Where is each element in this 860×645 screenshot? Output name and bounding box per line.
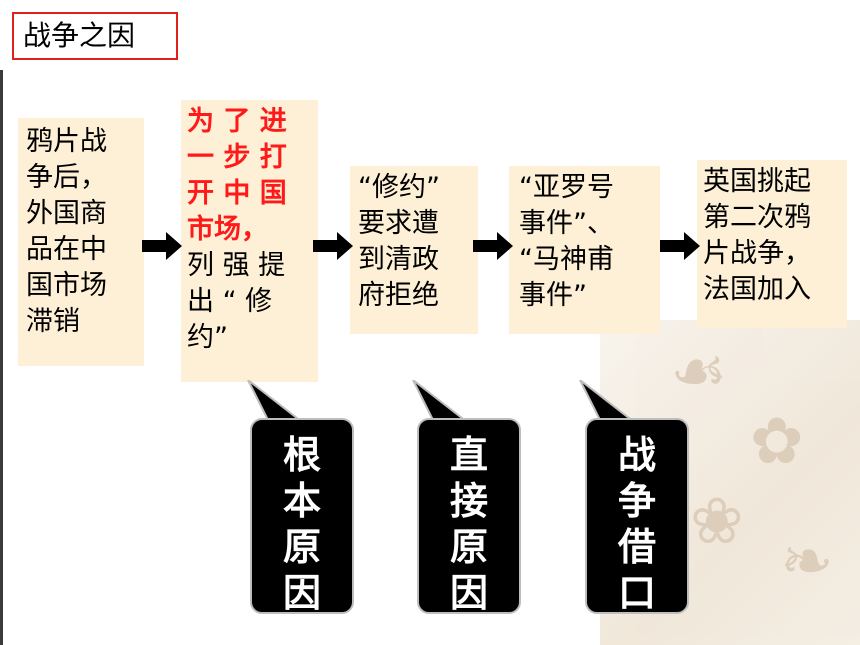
step-4-line: 事件”	[519, 280, 587, 311]
callout-char: 原	[282, 525, 321, 569]
step-2-line: 约”	[187, 322, 228, 353]
step-5-line: 法国加入	[703, 274, 811, 305]
step-box-2: 为 了 进 一 步 打 开 中 国 市场， 列 强 提 出 “ 修 约”	[181, 100, 318, 382]
step-2-highlight-line: 为 了 进	[187, 106, 287, 137]
step-2-highlight-line: 开 中 国	[187, 178, 287, 209]
callout-char: 直	[449, 433, 488, 477]
left-rule	[0, 70, 3, 645]
step-3-line: 到清政	[358, 244, 439, 275]
step-1-line: 鸦片战	[26, 126, 107, 157]
callout-direct-cause: 直 接 原 因	[417, 418, 521, 615]
callout-char: 因	[282, 571, 321, 615]
callout-char: 接	[449, 479, 488, 523]
step-2-line: 出 “ 修	[187, 286, 273, 317]
step-4-line: 事件”、	[519, 208, 614, 239]
callout-char: 口	[617, 571, 656, 615]
step-5-line: 第二次鸦	[703, 202, 811, 233]
step-1-line: 国市场	[26, 270, 107, 301]
step-1-line: 争后，	[26, 162, 107, 193]
decorative-calligraphy: ✿	[750, 405, 804, 479]
flow-arrow-icon	[142, 232, 182, 260]
step-box-1: 鸦片战 争后， 外国商 品在中 国市场 滞销	[18, 118, 144, 366]
decorative-calligraphy: ❧	[780, 525, 834, 599]
flow-arrow-icon	[660, 232, 700, 260]
step-5-line: 片战争，	[703, 238, 811, 269]
step-5-line: 英国挑起	[703, 166, 811, 197]
step-4-line: “马神甫	[519, 244, 614, 275]
callout-war-pretext: 战 争 借 口	[585, 418, 689, 615]
flow-arrow-icon	[313, 232, 353, 260]
step-2-highlight-line: 市场，	[187, 214, 268, 245]
callout-char: 原	[449, 525, 488, 569]
step-box-4: “亚罗号 事件”、 “马神甫 事件”	[509, 166, 660, 334]
callout-char: 借	[617, 525, 656, 569]
callout-char: 争	[617, 479, 656, 523]
callout-char: 因	[449, 571, 488, 615]
step-3-line: “修约”	[358, 172, 440, 203]
step-1-line: 品在中	[26, 234, 107, 265]
step-box-5: 英国挑起 第二次鸦 片战争， 法国加入	[697, 160, 847, 328]
step-2-highlight-line: 一 步 打	[187, 142, 287, 173]
callout-char: 战	[617, 433, 656, 477]
step-box-3: “修约” 要求遭 到清政 府拒绝	[350, 166, 478, 334]
callout-char: 根	[282, 433, 321, 477]
slide-title: 战争之因	[12, 12, 178, 60]
step-1-line: 外国商	[26, 198, 107, 229]
decorative-calligraphy: ❀	[690, 485, 744, 559]
step-3-line: 要求遭	[358, 208, 439, 239]
step-4-line: “亚罗号	[519, 172, 614, 203]
step-1-line: 滞销	[26, 306, 80, 337]
decorative-calligraphy: ☙	[670, 335, 728, 409]
flow-arrow-icon	[473, 232, 513, 260]
callout-char: 本	[282, 479, 321, 523]
step-2-line: 列 强 提	[187, 250, 286, 281]
step-3-line: 府拒绝	[358, 280, 439, 311]
callout-root-cause: 根 本 原 因	[250, 418, 354, 615]
